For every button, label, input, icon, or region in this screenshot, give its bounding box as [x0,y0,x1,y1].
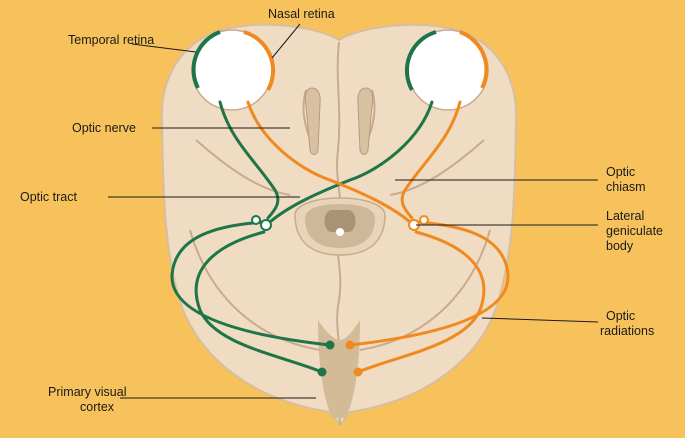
left-eye [192,30,273,110]
label-lgb-3: body [606,239,634,253]
label-optic-tract: Optic tract [20,190,77,204]
label-lgb-1: Lateral [606,209,644,223]
label-optic-chiasm-2: chiasm [606,180,646,194]
label-nasal-retina: Nasal retina [268,7,335,21]
label-optic-radiations-2: radiations [600,324,654,338]
label-optic-radiations-1: Optic [606,309,635,323]
label-temporal-retina: Temporal retina [68,33,154,47]
label-optic-nerve: Optic nerve [72,121,136,135]
label-cortex-2: cortex [80,400,115,414]
brainstem [295,198,385,255]
label-lgb-2: geniculate [606,224,663,238]
right-eye [407,30,488,110]
label-optic-chiasm-1: Optic [606,165,635,179]
label-cortex-1: Primary visual [48,385,127,399]
